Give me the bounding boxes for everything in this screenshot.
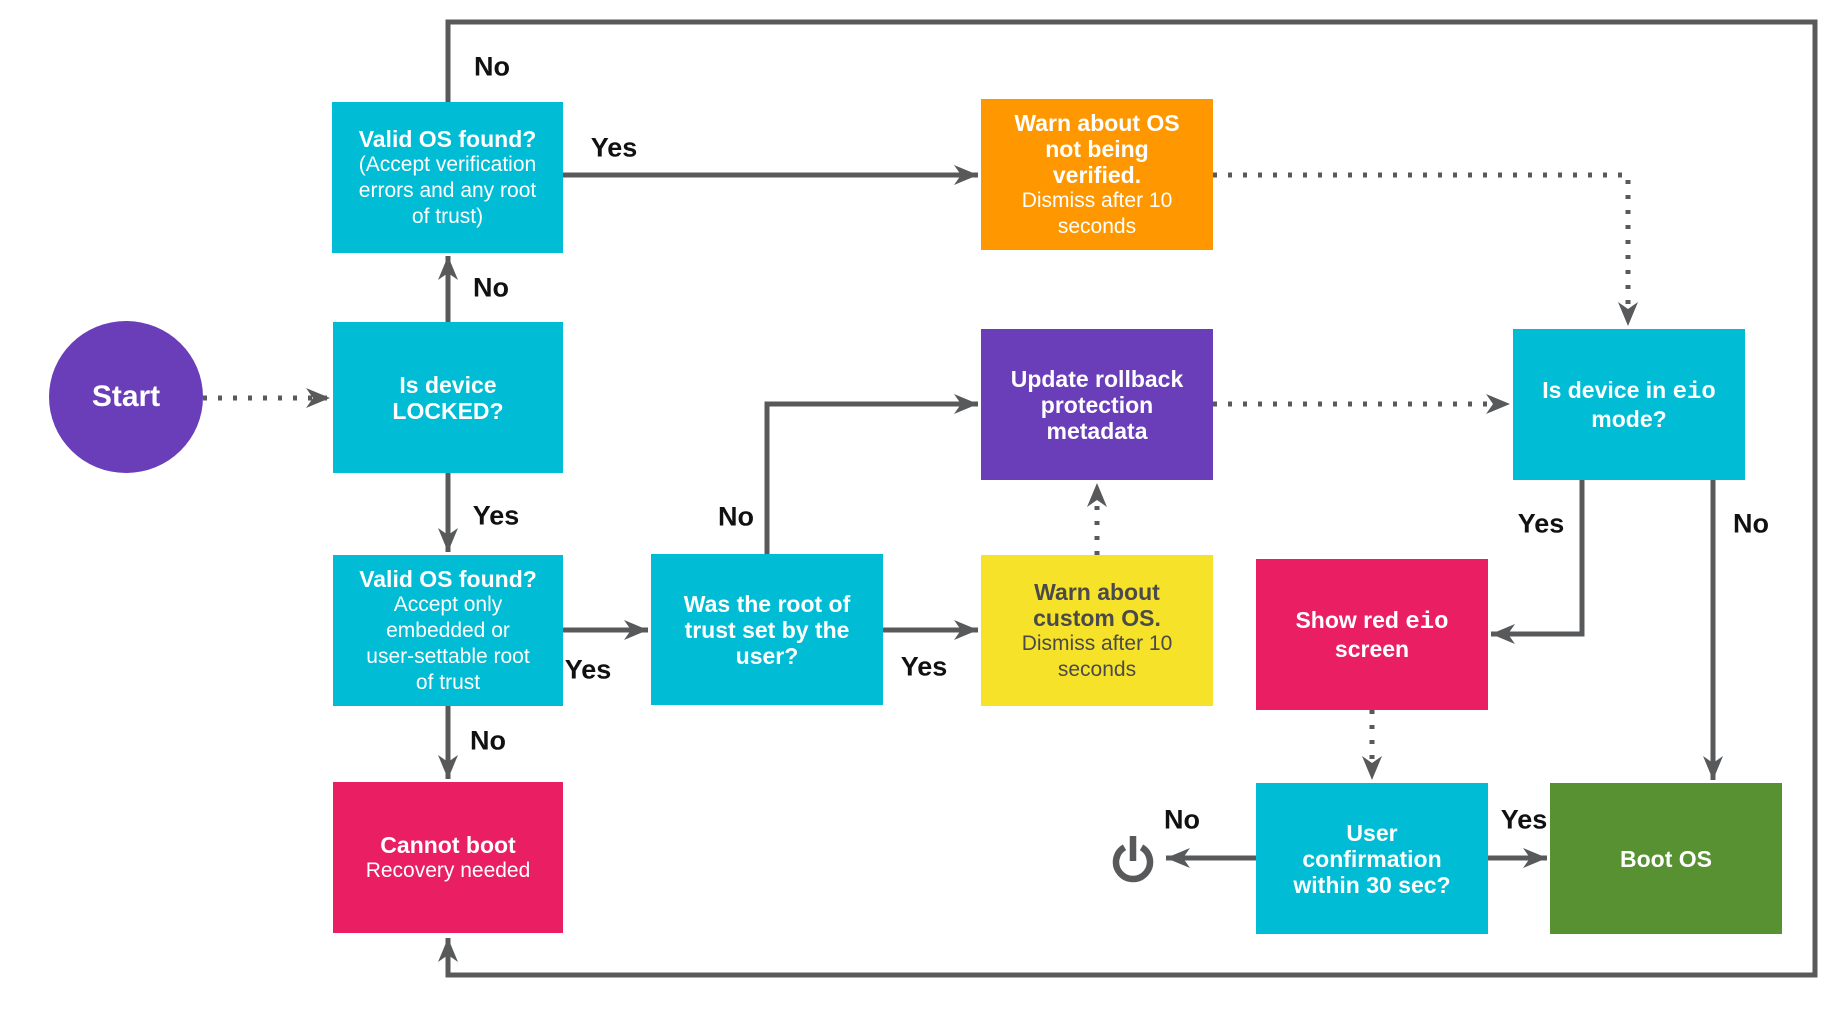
title-text: screen <box>1334 636 1410 662</box>
node-start: Start <box>49 321 203 473</box>
edge-label-no: No <box>1733 508 1769 539</box>
node-root-of-trust-set-by-user: Was the root of trust set by the user? <box>651 554 883 705</box>
node-title: Warn about custom OS. <box>1033 578 1161 631</box>
node-subtitle: Dismiss after 10 seconds <box>1021 188 1173 238</box>
node-is-device-locked: Is device LOCKED? <box>333 322 563 473</box>
edge-warn-unverified-to-eio <box>1213 172 1638 326</box>
edge-label-yes: Yes <box>1500 804 1548 835</box>
edge-label-no: No <box>473 272 509 303</box>
title-code: eio <box>1405 609 1449 636</box>
node-title: Valid OS found? <box>358 125 537 152</box>
edge-label-no: No <box>474 51 510 82</box>
node-show-red-eio-screen: Show red eio screen <box>1256 559 1488 710</box>
edge-eio-yes-to-show-red <box>1491 480 1585 644</box>
edge-label-yes: Yes <box>1517 508 1565 539</box>
node-title: Cannot boot <box>380 831 516 858</box>
node-title: Update rollback protection metadata <box>1010 365 1184 444</box>
edge-label-yes: Yes <box>590 132 638 163</box>
node-subtitle: Dismiss after 10 seconds <box>1021 631 1173 681</box>
node-valid-os-any-root: Valid OS found? (Accept verification err… <box>332 102 563 253</box>
node-title: Is device LOCKED? <box>392 371 504 424</box>
node-title: User confirmation within 30 sec? <box>1293 819 1451 898</box>
node-valid-os-embedded-root: Valid OS found? Accept only embedded or … <box>333 555 563 706</box>
title-code: eio <box>1672 379 1716 406</box>
title-text: Is device in <box>1542 377 1673 403</box>
node-subtitle: Accept only embedded or user-settable ro… <box>366 592 530 694</box>
node-cannot-boot: Cannot boot Recovery needed <box>333 782 563 933</box>
node-subtitle: Recovery needed <box>365 858 531 882</box>
title-text: mode? <box>1591 406 1667 432</box>
edge-label-yes: Yes <box>564 654 612 685</box>
edge-label-no: No <box>1164 804 1200 835</box>
node-title: Was the root of trust set by the user? <box>683 590 851 669</box>
node-boot-os: Boot OS <box>1550 783 1782 934</box>
edge-rootoftrust-no-to-update-rollback <box>764 394 978 554</box>
node-title: Show red eio screen <box>1295 607 1448 662</box>
node-is-device-in-eio-mode: Is device in eio mode? <box>1513 329 1745 480</box>
node-title: Is device in eio mode? <box>1542 377 1716 432</box>
title-text: Show red <box>1295 607 1406 633</box>
edge-label-yes: Yes <box>472 500 520 531</box>
edge-label-no: No <box>718 501 754 532</box>
node-start-label: Start <box>91 380 161 413</box>
node-warn-os-not-verified: Warn about OS not being verified. Dismis… <box>981 99 1213 250</box>
edge-label-no: No <box>470 725 506 756</box>
node-warn-custom-os: Warn about custom OS. Dismiss after 10 s… <box>981 555 1213 706</box>
power-off-icon <box>1112 836 1154 883</box>
node-update-rollback-metadata: Update rollback protection metadata <box>981 329 1213 480</box>
node-title: Valid OS found? <box>359 565 537 592</box>
node-subtitle: (Accept verification errors and any root… <box>358 152 537 228</box>
node-title: Warn about OS not being verified. <box>1014 109 1180 188</box>
node-title: Boot OS <box>1620 845 1712 872</box>
edge-validtop-no-loop-to-cannot-boot <box>438 19 1818 978</box>
node-user-confirmation: User confirmation within 30 sec? <box>1256 783 1488 934</box>
edge-label-yes: Yes <box>900 651 948 682</box>
